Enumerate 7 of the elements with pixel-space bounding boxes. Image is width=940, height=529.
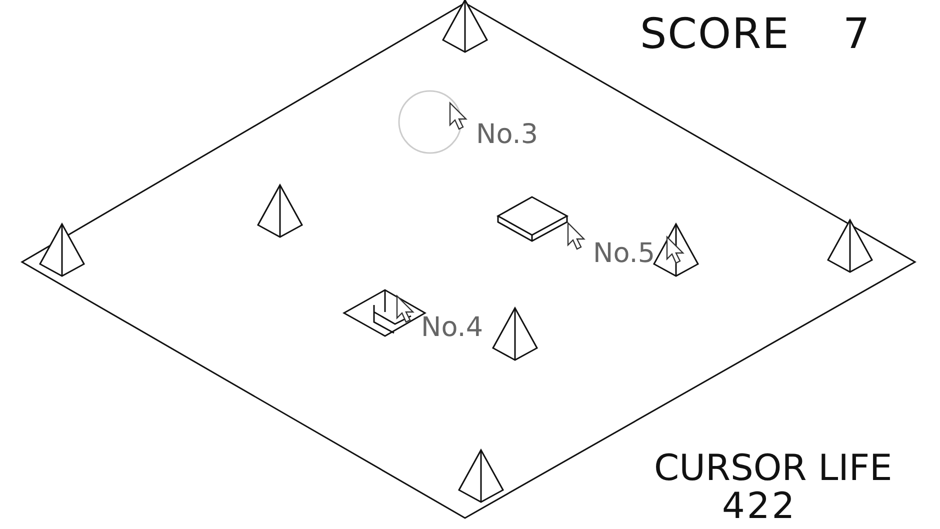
- score-label: SCORE: [640, 13, 790, 55]
- score-value: 7: [843, 13, 870, 55]
- cursor-life-label: CURSOR LIFE: [654, 451, 892, 487]
- cursor-life-value: 422: [722, 489, 797, 525]
- cursor-label: No.5: [593, 240, 656, 267]
- cursor-label: No.4: [421, 314, 484, 341]
- cursor-label: No.3: [476, 121, 538, 148]
